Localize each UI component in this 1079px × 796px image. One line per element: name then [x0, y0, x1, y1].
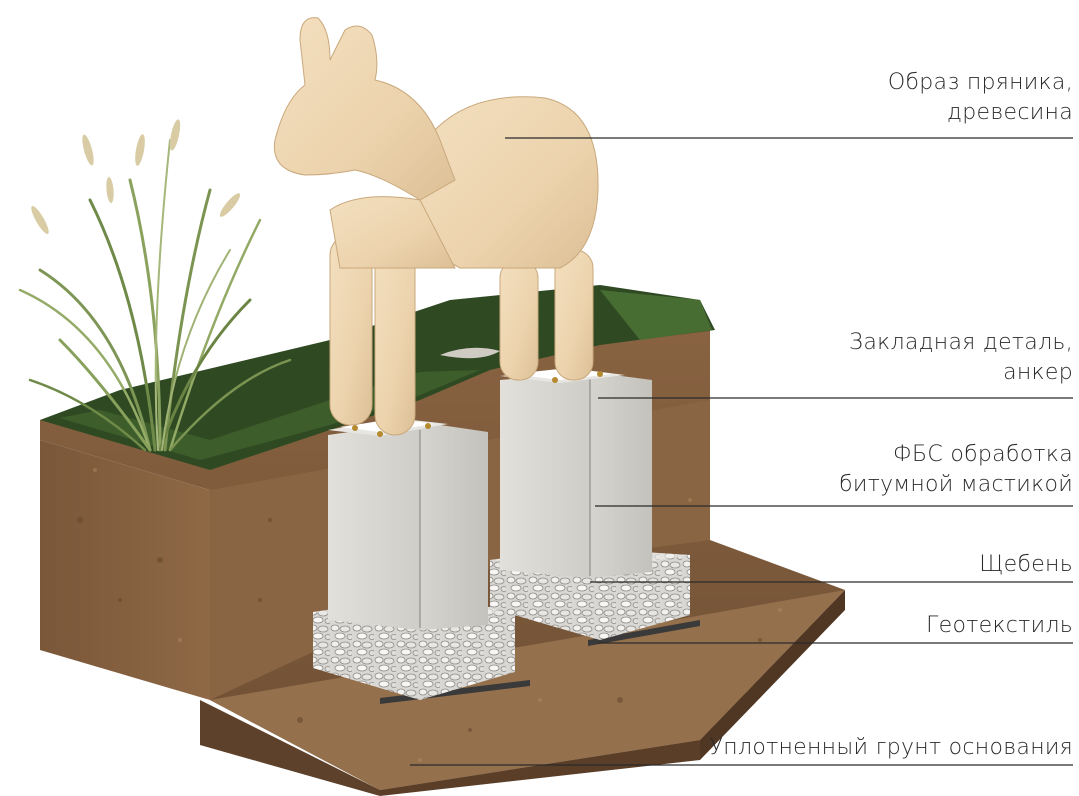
label-horse-line2: древесина	[888, 98, 1073, 128]
label-geotextile: Геотекстиль	[926, 611, 1073, 641]
label-anchor: Закладная деталь, анкер	[849, 328, 1073, 388]
label-anchor-line2: анкер	[849, 358, 1073, 388]
concrete-block-back	[500, 368, 652, 578]
label-horse-line1: Образ пряника,	[888, 68, 1073, 98]
label-geotextile-line1: Геотекстиль	[926, 611, 1073, 641]
label-soil-line1: Уплотненный грунт основания	[710, 733, 1073, 763]
label-anchor-line1: Закладная деталь,	[849, 328, 1073, 358]
grass-seed-heads	[29, 119, 243, 236]
concrete-block-front	[328, 418, 488, 630]
label-gravel-line1: Щебень	[979, 550, 1073, 580]
label-soil-base: Уплотненный грунт основания	[710, 733, 1073, 763]
label-gravel: Щебень	[979, 550, 1073, 580]
label-fbs: ФБС обработка битумной мастикой	[839, 440, 1073, 500]
label-fbs-line1: ФБС обработка	[839, 440, 1073, 470]
label-horse-wood: Образ пряника, древесина	[888, 68, 1073, 128]
label-fbs-line2: битумной мастикой	[839, 470, 1073, 500]
